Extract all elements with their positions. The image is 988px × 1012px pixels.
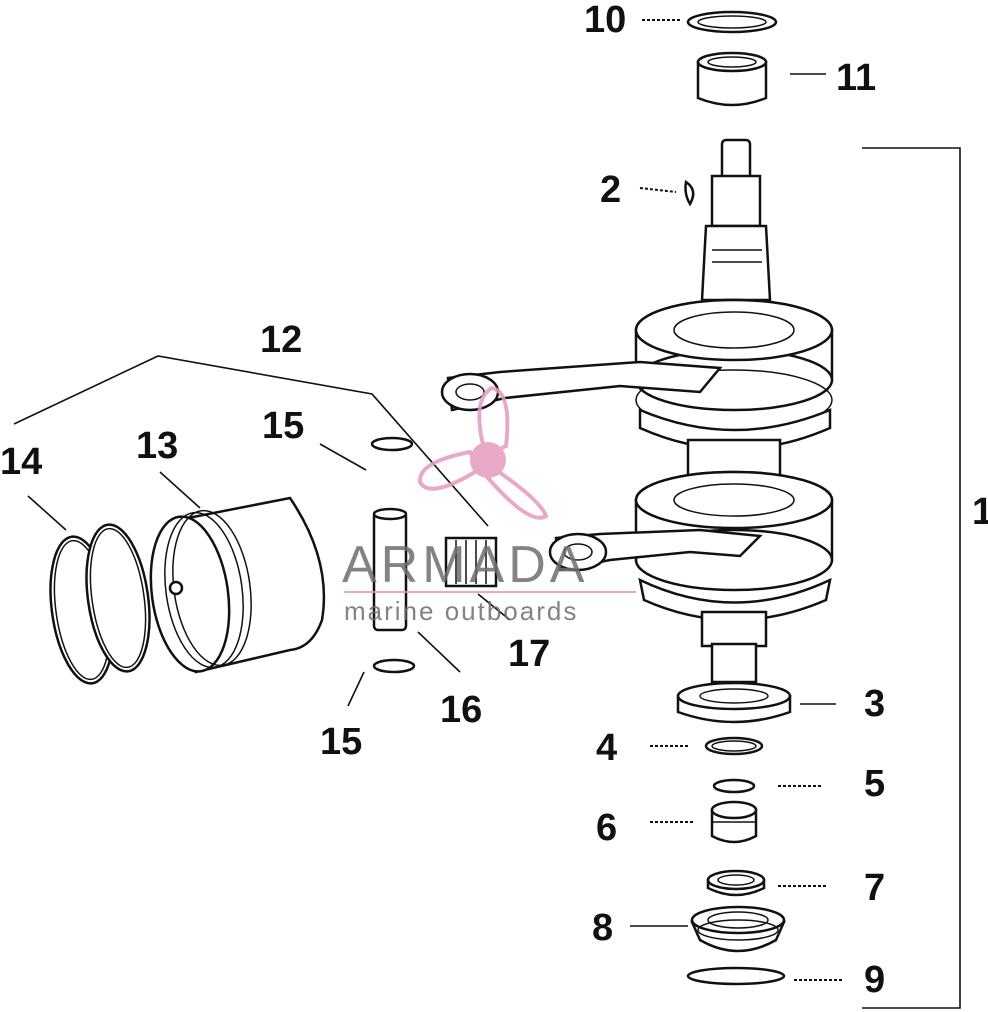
part-7-seal [706,869,766,897]
callout-8: 8 [592,907,613,949]
part-4-ring [704,736,764,756]
callout-16: 16 [440,689,482,731]
callout-15-top: 15 [262,405,304,447]
assembly-bracket [862,147,961,1009]
callout-15-bottom: 15 [320,721,362,763]
part-6-bearing [710,800,758,844]
callout-11: 11 [836,57,876,99]
callout-4: 4 [596,727,617,769]
callout-3: 3 [864,683,885,725]
part-9-o-ring [686,966,786,986]
part-10-seal [686,10,778,34]
watermark: ARMADA marine outboards [342,385,636,626]
part-3-bearing [676,681,792,724]
part-17-needle-bearing [444,536,498,588]
callout-6: 6 [596,807,617,849]
watermark-tagline: marine outboards [344,596,578,626]
part-13-piston [149,496,326,674]
leader-lines [13,19,842,981]
callout-13: 13 [136,425,178,467]
part-5-ring [712,778,756,794]
callout-5: 5 [864,763,885,805]
callout-12: 12 [260,319,302,361]
part-16-piston-pin [372,507,408,632]
callout-10: 10 [584,0,626,41]
callout-1: 1 [972,491,988,533]
callout-9: 9 [864,959,885,1001]
part-11-bearing [696,51,768,107]
part-14-piston-rings [49,523,151,685]
callout-2: 2 [600,169,621,211]
callout-17: 17 [508,633,550,675]
callout-7: 7 [864,867,885,909]
part-8-housing [690,905,786,953]
part-15-circlip-bottom [372,658,416,674]
part-15-circlip-top [370,436,414,452]
callout-14: 14 [0,441,42,483]
part-2-key [684,179,695,207]
part-1-crankshaft [440,138,834,684]
watermark-brand: ARMADA [342,536,588,594]
propeller-icon [417,385,549,520]
